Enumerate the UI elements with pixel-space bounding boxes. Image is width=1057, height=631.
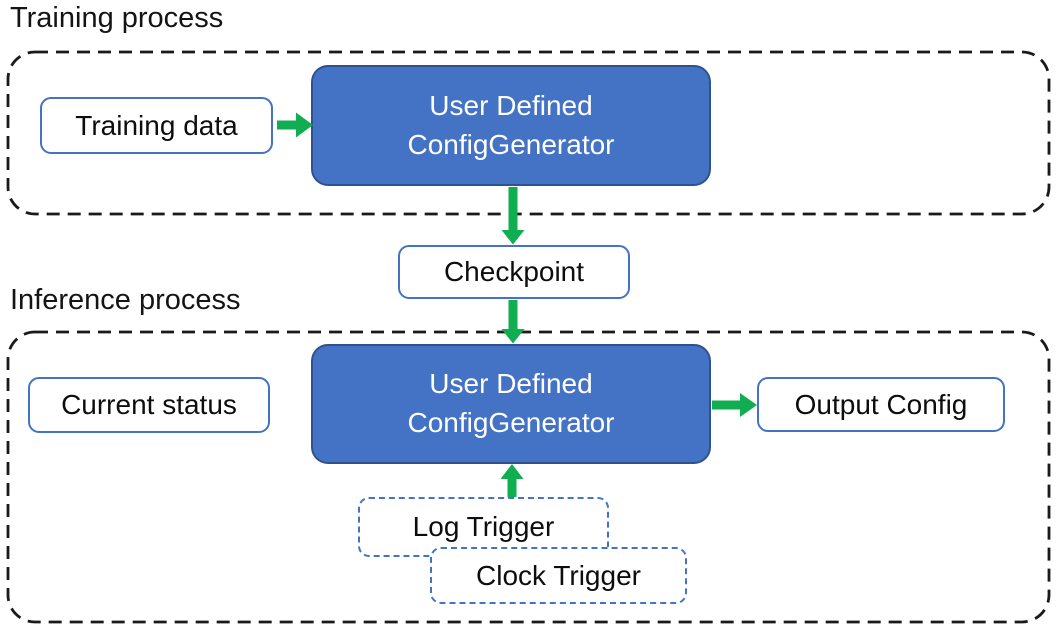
current-status-node: Current status <box>28 377 270 433</box>
current-status-label: Current status <box>61 389 237 420</box>
config-generator-training-node: User Defined ConfigGenerator <box>311 65 711 186</box>
checkpoint-node: Checkpoint <box>398 245 630 299</box>
config-generator-inference-line1: User Defined <box>429 368 593 400</box>
training-process-title: Training process <box>10 2 224 34</box>
config-generator-training-line2: ConfigGenerator <box>407 128 615 160</box>
checkpoint-label: Checkpoint <box>443 256 585 287</box>
inference-process-title: Inference process <box>10 284 241 316</box>
output-config-label: Output Config <box>794 388 968 420</box>
output-config-node: Output Config <box>757 377 1005 432</box>
config-generator-inference-node: User Defined ConfigGenerator <box>311 344 711 464</box>
training-data-label: Training data <box>75 109 238 141</box>
clock-trigger-label: Clock Trigger <box>476 559 641 591</box>
config-generator-training-line1: User Defined <box>429 89 593 121</box>
training-data-node: Training data <box>40 97 273 154</box>
config-generator-inference-line2: ConfigGenerator <box>407 407 615 438</box>
clock-trigger-node: Clock Trigger <box>430 547 687 604</box>
training-process-region <box>6 50 1051 216</box>
log-trigger-label: Log Trigger <box>412 511 555 542</box>
inference-process-region <box>6 330 1051 624</box>
